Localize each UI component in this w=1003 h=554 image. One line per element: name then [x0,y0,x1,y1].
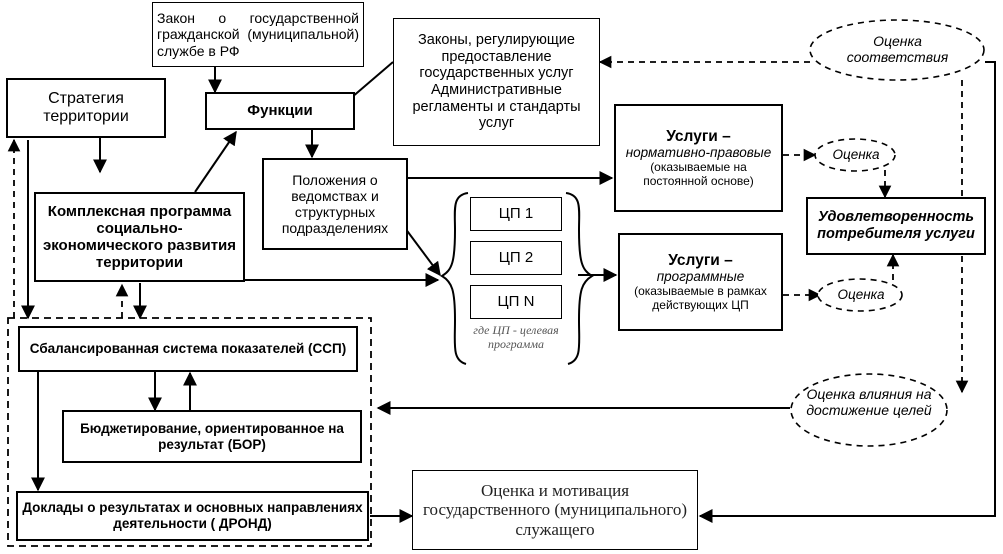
drond-text: Доклады о результатах и основных направл… [22,500,363,531]
normative-services-title: Услуги – [666,127,731,145]
laws-services-box: Законы, регулирующие предоставление госу… [393,18,600,146]
eval-1-text: Оценка [832,147,880,162]
program-services-box: Услуги – программные (оказываемые в рамк… [618,233,783,331]
strategy-box: Стратегия территории [6,78,166,138]
strategy-text: Стратегия территории [43,89,129,125]
bor-text: Бюджетирование, ориентированное на резул… [80,420,344,452]
program-services-title: Услуги – [668,251,733,269]
normative-services-subtitle: нормативно-правовые [625,145,772,161]
functions-box: Функции [205,92,355,130]
satisfaction-box: Удовлетворенность потребителя услуги [806,197,986,255]
ssp-text: Сбалансированная система показателей (СС… [29,341,347,357]
complex-program-text: Комплексная программа социально-экономич… [42,202,237,272]
complex-program-box: Комплексная программа социально-экономич… [34,192,245,282]
programs-note: где ЦП - целевая программа [473,323,559,351]
motivation-text: Оценка и мотивация государственного (мун… [422,480,687,539]
regulations-box: Положения о ведомствах и структурных под… [262,158,408,250]
impact-eval-text: Оценка влияния на достижение целей [806,386,932,419]
program-cp1-label: ЦП 1 [498,205,534,223]
normative-services-note: (оказываемые на постоянной основе) [643,159,754,188]
compliance-eval-text: Оценка соответствия [846,33,949,66]
regulations-text: Положения о ведомствах и структурных под… [281,171,389,237]
program-cpn: ЦП N [470,285,562,319]
functions-text: Функции [247,102,313,120]
ssp-box: Сбалансированная система показателей (СС… [18,326,358,372]
eval-2-text: Оценка [837,287,885,302]
program-cp2: ЦП 2 [470,241,562,275]
normative-services-box: Услуги – нормативно-правовые (оказываемы… [614,104,783,212]
satisfaction-text: Удовлетворенность потребителя услуги [817,209,975,242]
laws-services-text: Законы, регулирующие предоставление госу… [412,31,581,132]
program-services-note: (оказываемые в рамках действующих ЦП [634,283,767,312]
program-services-subtitle: программные [656,269,745,285]
law-civil-service-box: Закон о государственной гражданской (мун… [152,2,364,67]
motivation-box: Оценка и мотивация государственного (мун… [412,470,698,550]
bor-box: Бюджетирование, ориентированное на резул… [62,410,362,463]
program-cpn-label: ЦП N [497,293,535,311]
law-civil-service-text: Закон о государственной гражданской (мун… [157,10,359,59]
program-cp1: ЦП 1 [470,197,562,231]
program-cp2-label: ЦП 2 [498,249,534,267]
drond-box: Доклады о результатах и основных направл… [16,491,369,541]
